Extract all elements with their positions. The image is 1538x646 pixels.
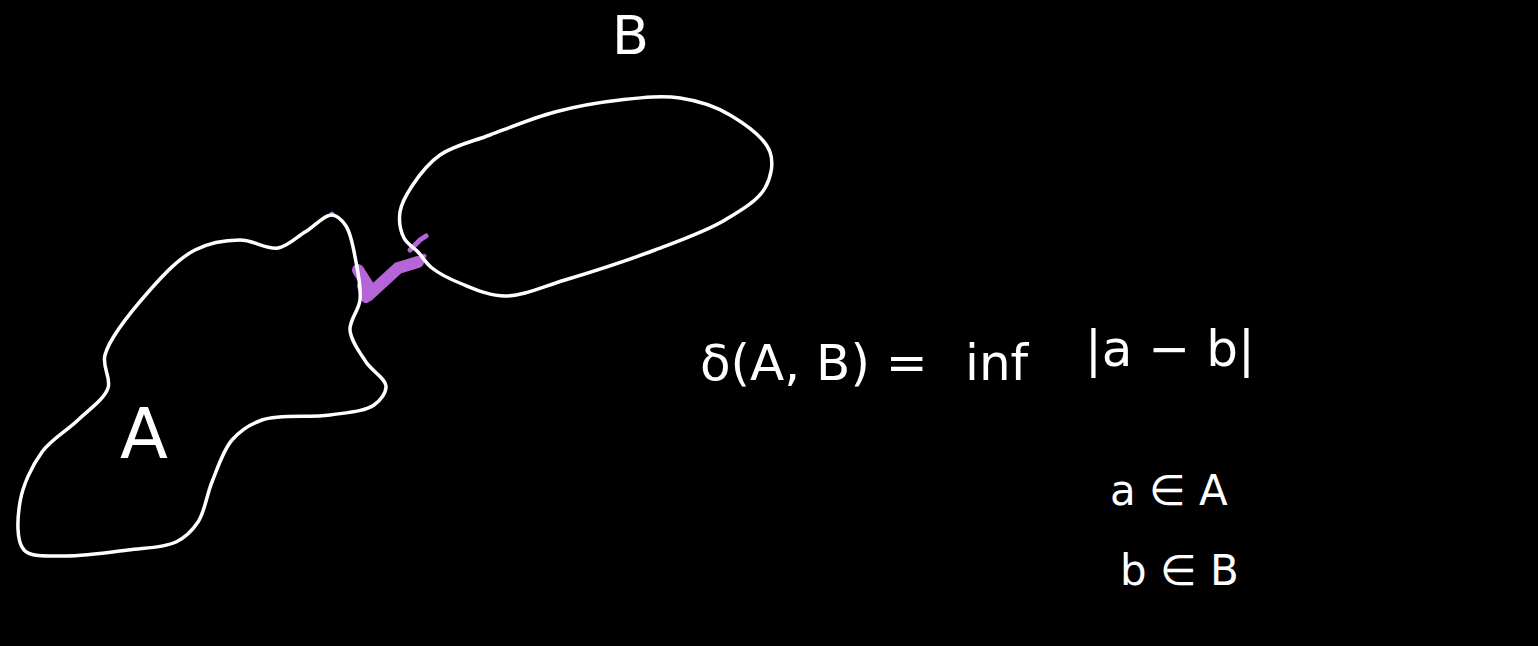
region-blob: A (10, 200, 400, 570)
formula-text: b ∈ B (1120, 548, 1239, 594)
blob-outline-svg (10, 200, 400, 570)
blob-outline (400, 97, 772, 296)
formula-text: inf (965, 336, 1028, 391)
set-name: A (120, 396, 168, 473)
region-blob: B (380, 0, 790, 310)
formula-text: δ(A, B) = (700, 336, 928, 391)
blob-outline (18, 215, 386, 556)
formula-text: a ∈ A (1110, 468, 1228, 514)
set-name: B (612, 6, 649, 65)
highlight-stroke (362, 286, 366, 298)
blob-outline-svg (380, 0, 790, 310)
formula-text: |a − b| (1085, 322, 1255, 377)
